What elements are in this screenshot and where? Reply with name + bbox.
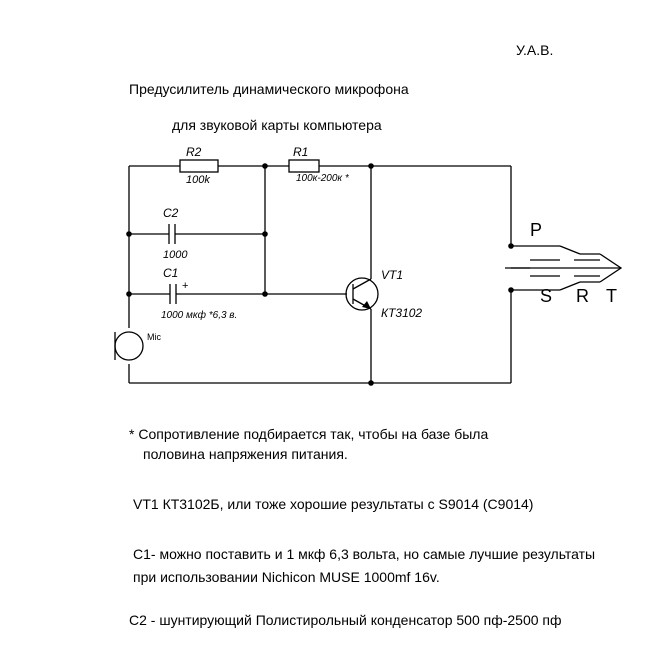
junction-dot bbox=[262, 231, 268, 237]
title-line-2: для звуковой карты компьютера bbox=[172, 117, 382, 133]
transistor-vt1-collector-lead bbox=[352, 278, 372, 290]
transistor-vt1-envelope bbox=[345, 277, 379, 311]
plug-p-contact-bend bbox=[559, 245, 581, 255]
label-mic: Mic bbox=[147, 332, 161, 342]
label-c1-polarity: + bbox=[182, 280, 188, 292]
junction-dot bbox=[262, 291, 268, 297]
label-c1-value: 1000 мкф *6,3 в. bbox=[161, 309, 237, 321]
plug-label-r: R bbox=[576, 286, 589, 306]
note-3-line-1: С1- можно поставить и 1 мкф 6,3 вольта, … bbox=[133, 546, 596, 562]
title-line-1: Предусилитель динамического микрофона bbox=[129, 81, 409, 97]
note-1-line-1: * Сопротивление подбирается так, чтобы н… bbox=[129, 426, 489, 442]
plug-s-contact-bend bbox=[559, 281, 581, 291]
junction-dot bbox=[126, 291, 132, 297]
label-vt1-type: КТ3102 bbox=[381, 306, 422, 320]
label-r1-value: 100к-200к * bbox=[296, 173, 350, 184]
note-4: С2 - шунтирующий Полистирольный конденса… bbox=[129, 612, 562, 628]
resistor-r1-body bbox=[288, 159, 320, 173]
label-c2-name: C2 bbox=[163, 206, 179, 220]
microphone-body bbox=[114, 331, 144, 361]
junction-dot bbox=[508, 287, 514, 293]
label-c1-name: C1 bbox=[163, 266, 178, 280]
label-r2-value: 100k bbox=[186, 174, 210, 186]
transistor-emitter-arrow bbox=[362, 301, 371, 309]
note-1-line-2: половина напряжения питания. bbox=[143, 446, 348, 462]
resistor-r2-body bbox=[179, 159, 219, 173]
label-r1-name: R1 bbox=[293, 145, 308, 159]
junction-dot bbox=[368, 380, 374, 386]
plug-tip-arrow bbox=[599, 253, 623, 283]
junction-dot bbox=[262, 163, 268, 169]
label-vt1-name: VT1 bbox=[381, 268, 403, 282]
label-r2-name: R2 bbox=[186, 145, 202, 159]
junction-dot bbox=[368, 163, 374, 169]
note-3-line-2: при использовании Nichicon MUSE 1000mf 1… bbox=[133, 569, 440, 585]
junction-dot bbox=[508, 243, 514, 249]
plug-label-t: T bbox=[606, 286, 617, 306]
author-initials: У.А.В. bbox=[516, 42, 554, 58]
note-2: VT1 КТ3102Б, или тоже хорошие результаты… bbox=[133, 496, 534, 512]
plug-label-p: P bbox=[530, 220, 542, 240]
label-c2-value: 1000 bbox=[163, 249, 188, 261]
junction-dot bbox=[126, 231, 132, 237]
plug-label-s: S bbox=[540, 286, 552, 306]
